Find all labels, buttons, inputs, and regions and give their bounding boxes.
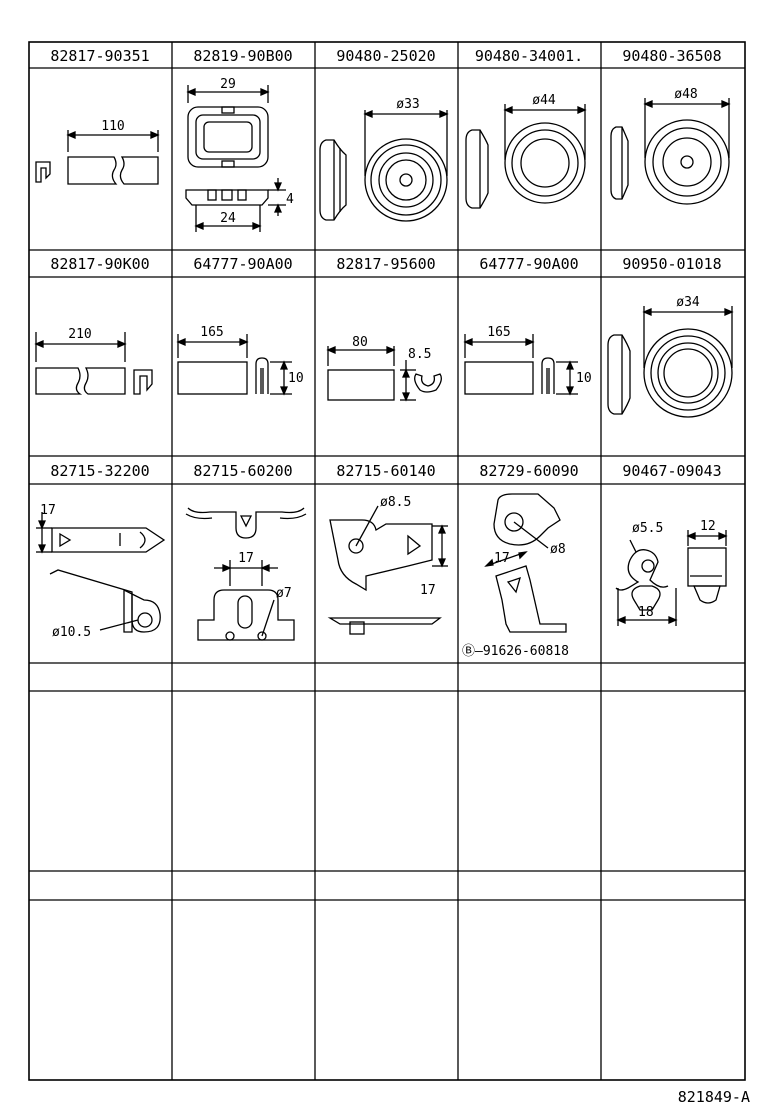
round-grommet-drawing: ø33 [319,97,449,222]
part-number: 82715-60200 [193,462,292,480]
dimension-label: 80 [352,335,368,350]
dimension-label: 18 [638,605,654,620]
part-number: 82715-32200 [50,462,149,480]
part-number: 90467-09043 [622,462,721,480]
fastener-note: Ⓑ—91626-60818 [462,644,569,659]
part-number: 90480-36508 [622,47,721,65]
dimension-label: 17 [494,551,510,566]
part-number: 82817-90351 [50,47,149,65]
part-number: 82729-60090 [479,462,578,480]
part-number: 82817-90K00 [50,255,149,273]
dimension-label: 17 [238,551,254,566]
part-number: 64777-90A00 [479,255,578,273]
dimension-label: ø5.5 [632,521,663,536]
dimension-label: 10 [288,371,304,386]
frame-grommet-drawing: 29 24 4 [185,77,294,232]
dimension-label: 165 [200,325,223,340]
dimension-label: 210 [68,327,91,342]
weatherstrip-drawing: 110 [35,119,160,185]
bracket-drawing: ø8.5 17 [327,495,448,635]
dimension-label: ø33 [396,97,419,112]
bracket-drawing: 17 ø7 [185,507,307,641]
dimension-label: 17 [40,503,56,518]
dimension-label: ø7 [276,586,292,601]
bracket-drawing: ø8 17 Ⓑ—91626-60818 [462,493,569,659]
part-number: 90480-25020 [336,47,435,65]
weatherstrip-drawing: 210 [34,327,153,395]
part-number: 90950-01018 [622,255,721,273]
round-grommet-drawing: ø44 [465,93,587,209]
part-number: 82715-60140 [336,462,435,480]
clip-strip-drawing: 80 8.5 [326,335,442,402]
dimension-label: ø48 [674,87,697,102]
dimension-label: 165 [487,325,510,340]
part-number: 82817-95600 [336,255,435,273]
dimension-label: ø34 [676,295,700,310]
round-grommet-drawing: ø48 [610,87,731,205]
edge-trim-drawing: 165 10 [176,325,304,396]
edge-trim-drawing: 165 10 [463,325,592,396]
dimension-label: 10 [576,371,592,386]
dimension-label: 29 [220,77,236,92]
reference-number: 821849-A [677,1088,750,1106]
part-number: 64777-90A00 [193,255,292,273]
clip-drawing: 18 ø5.5 12 [615,519,728,626]
dimension-label: 4 [286,192,294,207]
dimension-label: ø44 [532,93,556,108]
dimension-label: 110 [101,119,124,134]
part-number: 90480-34001. [475,47,583,65]
part-number: 82819-90B00 [193,47,292,65]
dimension-label: ø10.5 [52,625,91,640]
bracket-drawing: 17 ø10.5 [36,503,166,640]
dimension-label: 8.5 [408,347,431,362]
table-grid [28,41,746,1081]
dimension-label: ø8.5 [380,495,411,510]
dimension-label: 24 [220,211,236,226]
round-grommet-drawing: ø34 [607,295,734,418]
dimension-label: ø8 [550,542,566,557]
dimension-label: 12 [700,519,716,534]
dimension-label: 17 [420,583,436,598]
